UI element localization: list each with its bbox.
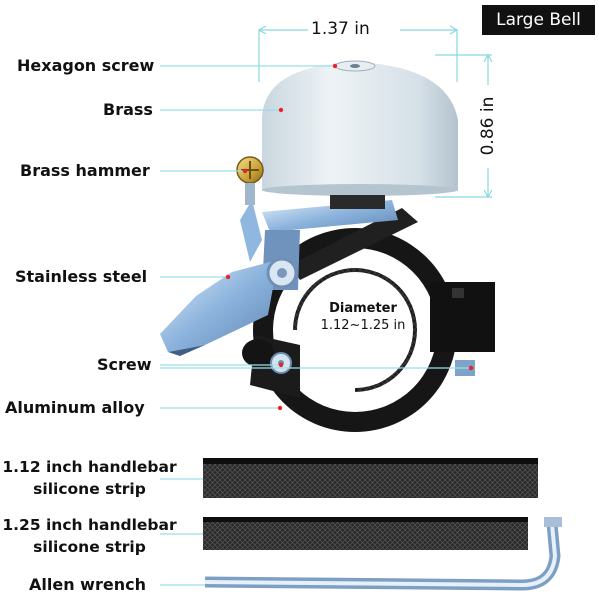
width-dimension: 1.37 in <box>311 19 370 39</box>
height-dimension: 0.86 in <box>478 96 498 156</box>
silicone-strip-1 <box>203 458 538 498</box>
label-allen-wrench: Allen wrench <box>29 575 146 594</box>
label-hexagon-screw: Hexagon screw <box>17 56 155 75</box>
label-strip-1-line1: 1.12 inch handlebar <box>2 458 177 476</box>
size-badge: Large Bell <box>482 5 595 35</box>
height-dimension-line <box>435 53 493 199</box>
label-brass-hammer: Brass hammer <box>20 161 150 180</box>
bell-dome <box>262 60 458 209</box>
brass-hammer <box>236 156 264 205</box>
leader-lines <box>160 65 471 586</box>
label-screw: Screw <box>97 355 152 374</box>
label-aluminum-alloy: Aluminum alloy <box>5 398 145 417</box>
silicone-strip-2 <box>203 517 528 550</box>
allen-wrench <box>204 517 562 591</box>
aluminum-clamp <box>250 208 495 432</box>
label-strip-1-line2: silicone strip <box>33 480 146 498</box>
diameter-value: 1.12~1.25 in <box>320 318 406 333</box>
diameter-callout: Diameter 1.12~1.25 in <box>308 300 418 334</box>
diameter-title: Diameter <box>329 301 397 316</box>
width-dimension-line <box>257 25 459 82</box>
label-brass: Brass <box>103 100 153 119</box>
label-strip-2: 1.25 inch handlebar silicone strip <box>2 514 177 558</box>
label-strip-2-line2: silicone strip <box>33 538 146 556</box>
label-strip-1: 1.12 inch handlebar silicone strip <box>2 456 177 500</box>
label-strip-2-line1: 1.25 inch handlebar <box>2 516 177 534</box>
label-stainless-steel: Stainless steel <box>15 267 148 286</box>
